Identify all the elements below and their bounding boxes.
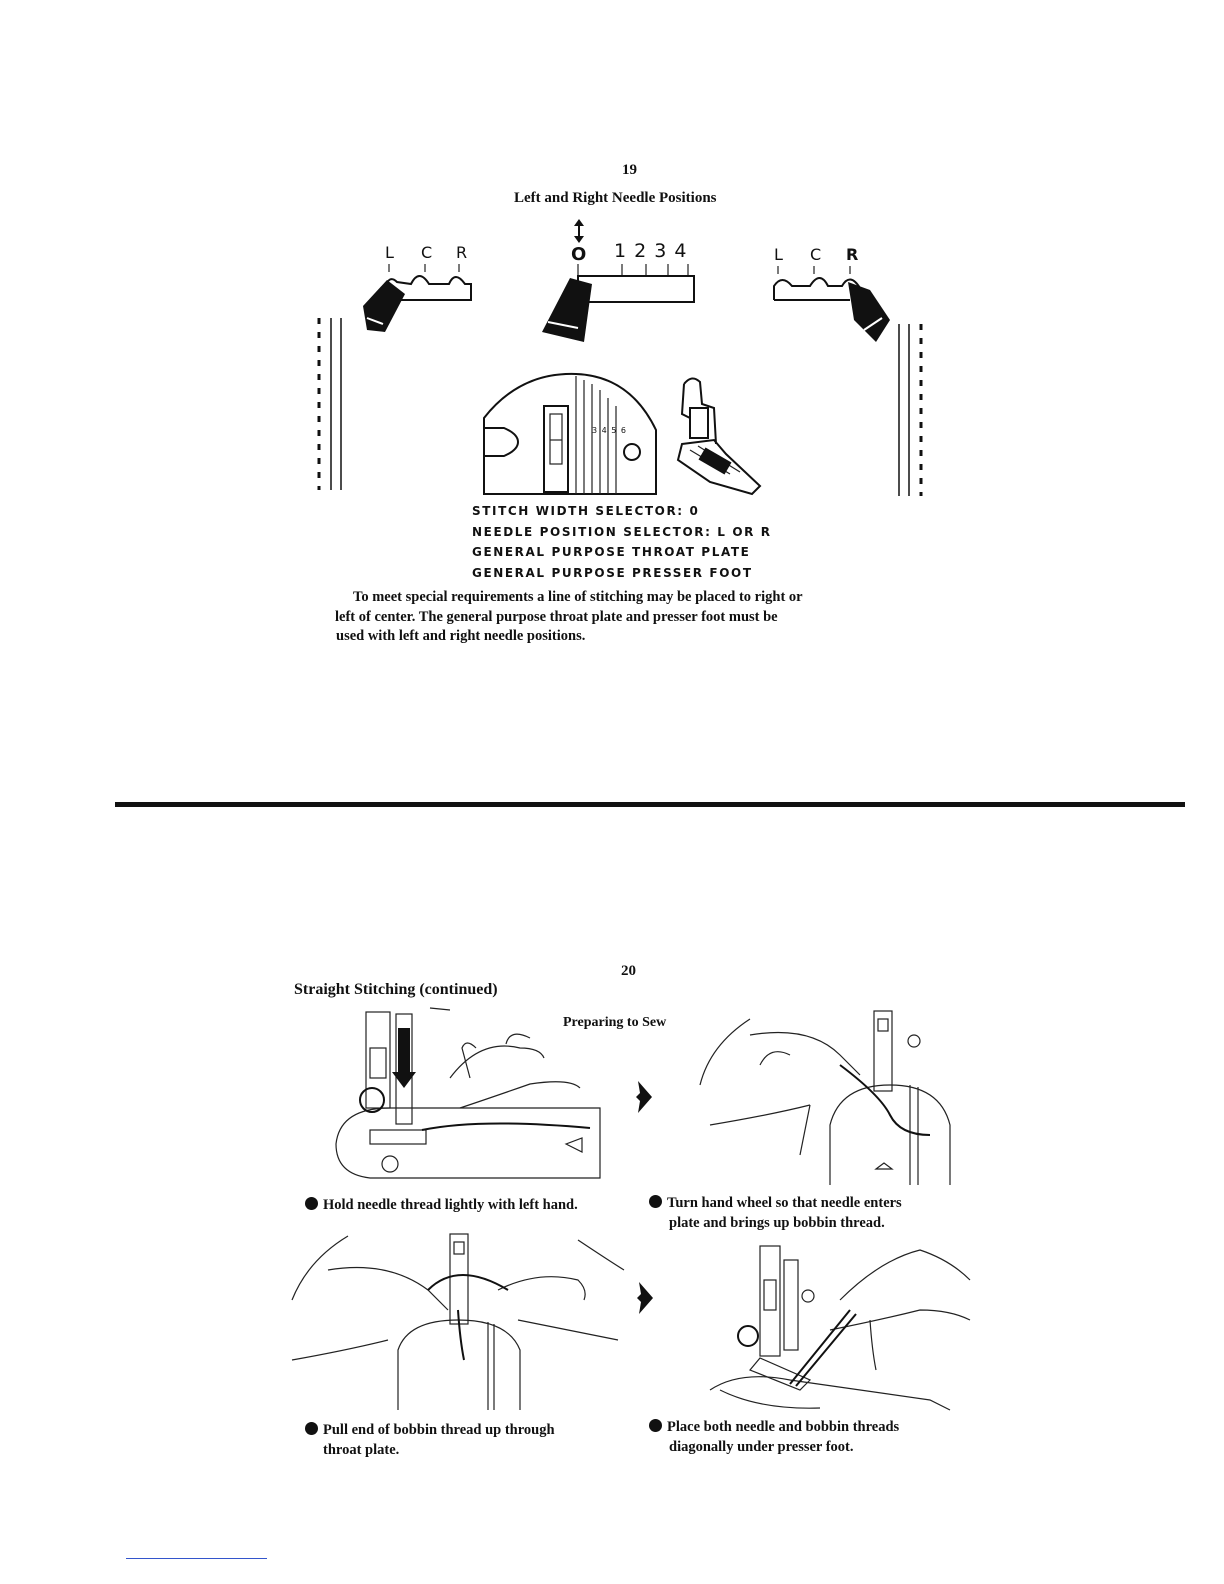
left-dial-label-l: L (385, 243, 394, 262)
left-needle-selector-illustration (363, 264, 472, 332)
step-bullet-icon (305, 1422, 318, 1435)
paragraph-line-1: To meet special requirements a line of s… (353, 589, 803, 605)
right-needle-selector-illustration (773, 266, 890, 342)
step-3-caption: Pull end of bobbin thread up through thr… (305, 1420, 635, 1460)
left-stitch-line-indicator (317, 318, 342, 490)
step-1-caption: Hold needle thread lightly with left han… (305, 1195, 578, 1215)
page-divider-rule (115, 802, 1185, 807)
center-dial-numbers: 1 2 3 4 (614, 240, 687, 262)
arrow-right-icon-1 (636, 1081, 652, 1113)
setting-needle-position: NEEDLE POSITION SELECTOR: L OR R (472, 525, 772, 539)
setting-presser-foot: GENERAL PURPOSE PRESSER FOOT (472, 566, 753, 580)
left-dial-label-r: R (456, 243, 468, 262)
right-dial-label-c: C (810, 245, 822, 264)
stitch-width-selector-illustration (542, 264, 695, 342)
page-number-19: 19 (622, 162, 637, 178)
step-2-caption: Turn hand wheel so that needle enters pl… (649, 1193, 979, 1233)
paragraph-line-3: used with left and right needle position… (336, 628, 586, 644)
step-4-caption: Place both needle and bobbin threads dia… (649, 1417, 979, 1457)
right-dial-label-r: R (846, 245, 859, 264)
page-title: Left and Right Needle Positions (514, 190, 717, 206)
step-bullet-icon (305, 1197, 318, 1210)
step-3-illustration (291, 1233, 625, 1410)
right-stitch-line-indicator (898, 324, 923, 496)
paragraph-line-2: left of center. The general purpose thro… (335, 609, 778, 625)
step-bullet-icon (649, 1195, 662, 1208)
up-down-arrow-icon (574, 219, 584, 243)
step-1-illustration (335, 1007, 601, 1179)
step-4-illustration (709, 1245, 971, 1411)
step-2-illustration (699, 1010, 951, 1185)
setting-stitch-width: STITCH WIDTH SELECTOR: 0 (472, 504, 700, 518)
arrow-right-icon-2 (637, 1282, 653, 1314)
throat-plate-numbers: 3 4 5 6 (592, 426, 627, 435)
page-number-20: 20 (621, 963, 636, 979)
left-dial-label-c: C (421, 243, 433, 262)
center-dial-zero: O (571, 244, 587, 265)
footer-link-underline (126, 1558, 267, 1559)
setting-throat-plate: GENERAL PURPOSE THROAT PLATE (472, 545, 751, 559)
right-dial-label-l: L (774, 245, 783, 264)
general-purpose-throat-plate-illustration (483, 372, 657, 495)
step-bullet-icon (649, 1419, 662, 1432)
subheading-preparing-to-sew: Preparing to Sew (563, 1015, 667, 1030)
general-purpose-presser-foot-illustration (676, 377, 762, 496)
section-title: Straight Stitching (continued) (294, 981, 498, 998)
